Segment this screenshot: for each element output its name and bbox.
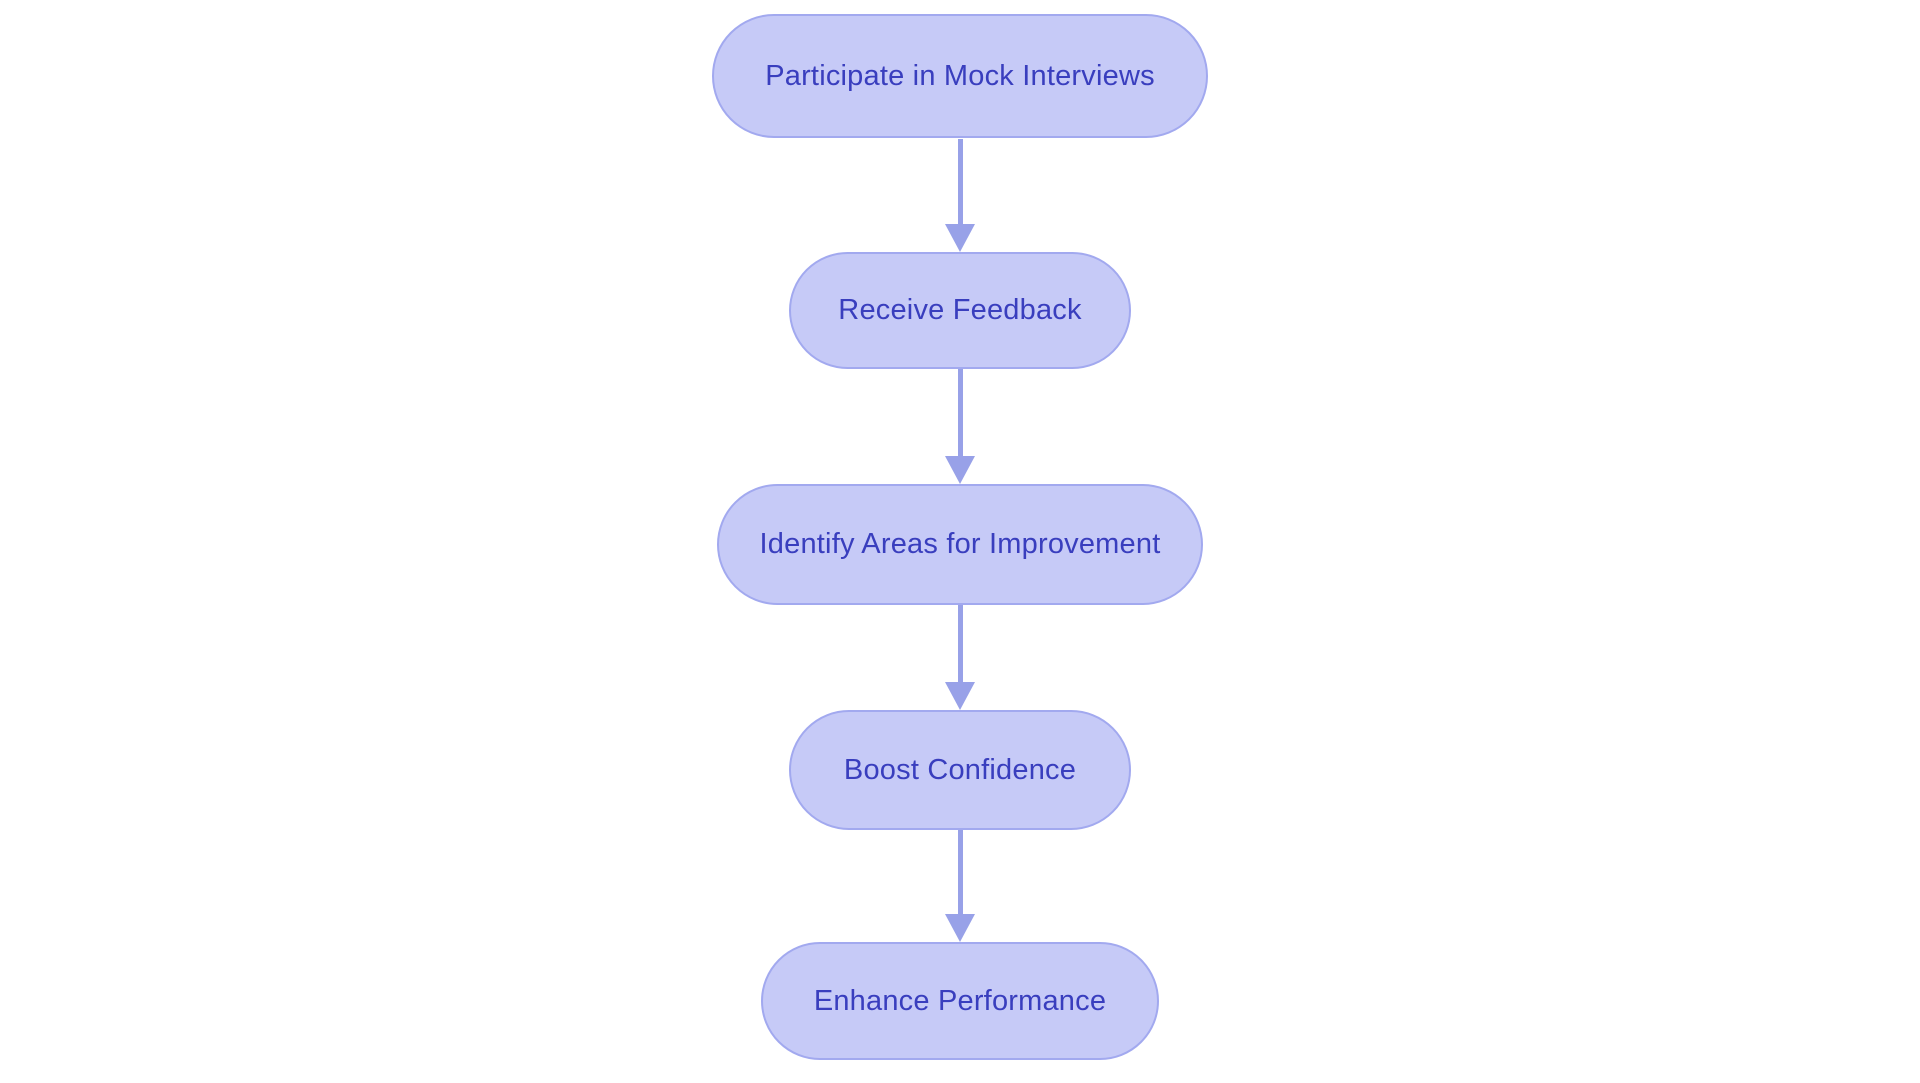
arrow-line [958, 605, 963, 683]
arrow-line [958, 830, 963, 915]
node-label: Receive Feedback [838, 294, 1082, 326]
node-label: Participate in Mock Interviews [765, 59, 1155, 92]
arrow-down-icon [945, 224, 975, 252]
arrow-down-icon [945, 914, 975, 942]
arrow-down-icon [945, 682, 975, 710]
arrow-line [958, 369, 963, 457]
arrow-line [958, 139, 963, 225]
flowchart-node-identify-areas-improvement: Identify Areas for Improvement [717, 484, 1203, 605]
node-label: Identify Areas for Improvement [759, 528, 1161, 560]
node-label: Boost Confidence [843, 753, 1077, 786]
flowchart-node-receive-feedback: Receive Feedback [789, 252, 1131, 369]
flowchart-node-participate-mock-interviews: Participate in Mock Interviews [712, 14, 1208, 138]
arrow-down-icon [945, 456, 975, 484]
flowchart-node-enhance-performance: Enhance Performance [761, 942, 1159, 1060]
node-label: Enhance Performance [813, 984, 1107, 1017]
flowchart-node-boost-confidence: Boost Confidence [789, 710, 1131, 830]
